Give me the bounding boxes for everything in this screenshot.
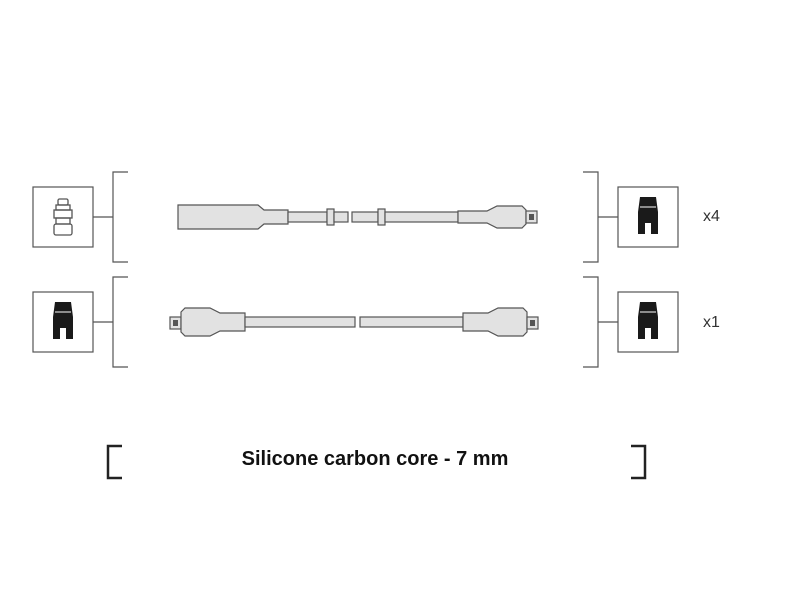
row1-left-bracket (93, 171, 128, 263)
row1-left-end-box (32, 186, 94, 248)
row1-ignition-cable (177, 204, 538, 230)
row2-ignition-cable (169, 307, 539, 337)
caption-right-bracket (631, 444, 647, 480)
row1-right-end-box (617, 186, 679, 248)
row1-right-bracket (583, 171, 618, 263)
row2-quantity: x1 (703, 314, 720, 331)
row2-left-end-box (32, 291, 94, 353)
row2-right-bracket (583, 276, 618, 368)
row2-left-bracket (93, 276, 128, 368)
caption: Silicone carbon core - 7 mm (241, 448, 509, 470)
row1-quantity: x4 (703, 208, 720, 225)
caption-left-bracket (106, 444, 122, 480)
row2-right-end-box (617, 291, 679, 353)
